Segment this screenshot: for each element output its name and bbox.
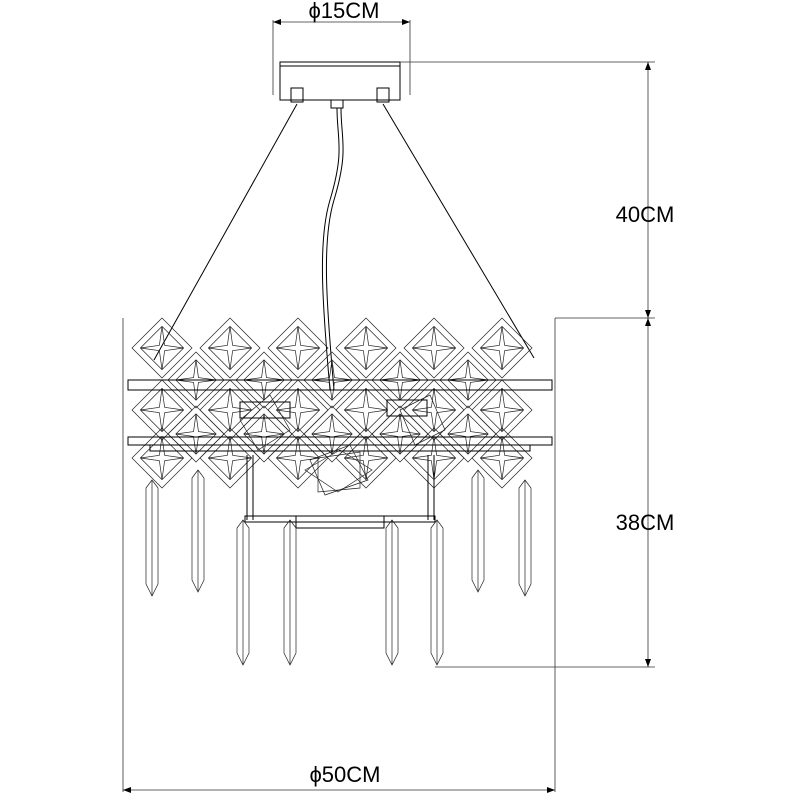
center-crystal-cluster: [239, 394, 446, 496]
canopy-dimension: ϕ15CM: [272, 0, 411, 95]
crystal-diamond: [199, 379, 261, 441]
outer-frame: [122, 318, 556, 792]
height-dimensions: 40CM 38CM: [400, 61, 675, 668]
crystal-diamond: [439, 405, 497, 463]
crystal-diamond: [303, 405, 361, 463]
crystal-diamond: [303, 351, 361, 409]
canopy: [279, 61, 401, 109]
hanging-prisms: [145, 469, 532, 666]
crystal-diamond: [267, 317, 329, 379]
body-height-label: 38CM: [616, 510, 675, 535]
inner-lower-ring: [244, 455, 436, 529]
crystal-diamond: [371, 405, 429, 463]
crystal-diamond: [167, 351, 225, 409]
crystal-diamond: [439, 351, 497, 409]
crystal-diamond: [403, 379, 465, 441]
crystal-diamond: [131, 379, 193, 441]
crystal-diamond: [131, 317, 193, 379]
crystal-diamond: [235, 405, 293, 463]
frame-rings: [127, 379, 553, 452]
crystal-diamond: [471, 317, 533, 379]
suspension-height-label: 40CM: [616, 202, 675, 227]
crystal-diamond: [335, 379, 397, 441]
crystal-diamond: [403, 317, 465, 379]
crystal-diamond: [167, 405, 225, 463]
body-diameter-label: ϕ50CM: [309, 762, 380, 787]
crystal-grid: [131, 317, 533, 489]
suspension-wires: [153, 103, 535, 391]
crystal-diamond: [199, 317, 261, 379]
crystal-diamond: [267, 379, 329, 441]
width-dimension: ϕ50CM: [123, 762, 555, 793]
canopy-diameter-label: ϕ15CM: [308, 0, 379, 23]
crystal-diamond: [335, 317, 397, 379]
crystal-diamond: [471, 379, 533, 441]
